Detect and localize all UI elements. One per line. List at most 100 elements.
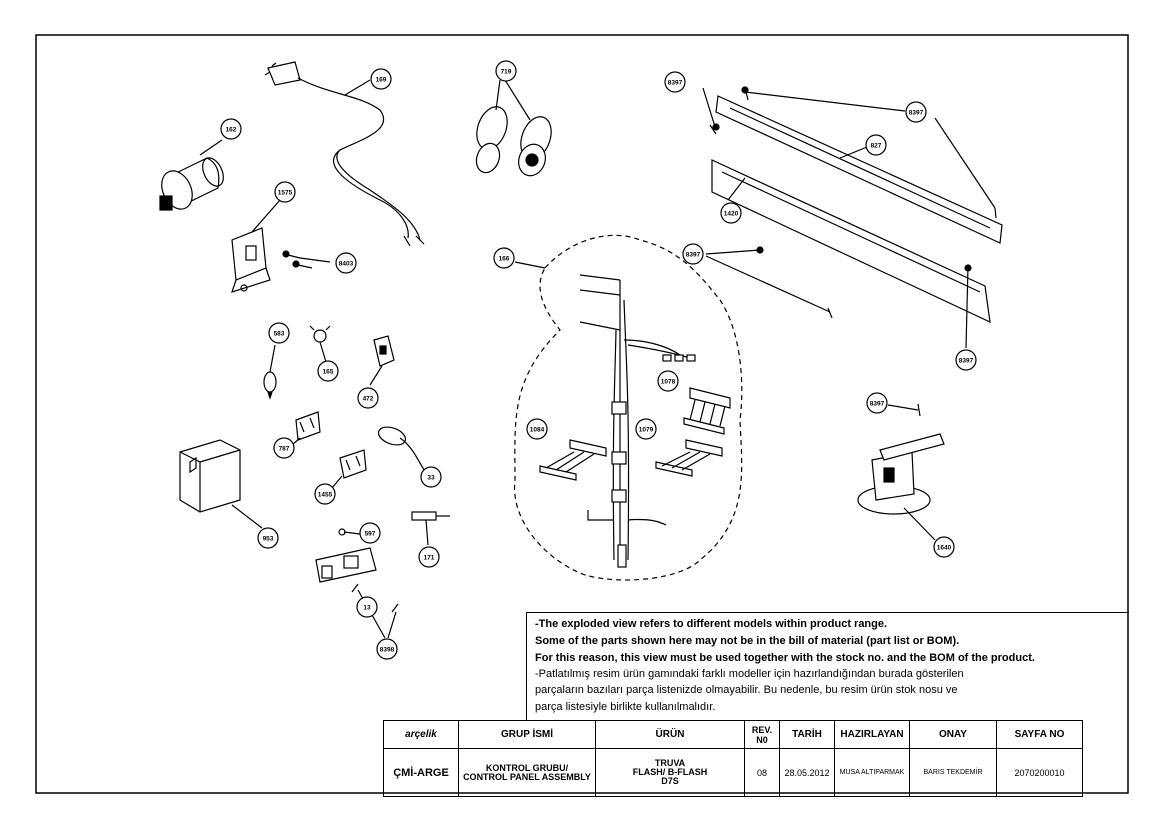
part-165-clip: [309, 325, 331, 363]
product-line-2: FLASH/ B-FLASH: [632, 767, 708, 777]
group-name-line-1: KONTROL GRUBU/: [485, 762, 569, 773]
notes-box: -The exploded view refers to different m…: [526, 612, 1129, 721]
svg-text:597: 597: [365, 531, 376, 538]
callout-1084: 1084: [526, 418, 548, 440]
callout-165: 165: [317, 360, 339, 382]
svg-text:1575: 1575: [278, 190, 293, 197]
prepared-by: MUSA ALTIPARMAK: [834, 748, 910, 797]
svg-text:8397: 8397: [686, 252, 701, 259]
product-line-3: D7S: [661, 776, 679, 786]
callout-583: 583: [268, 322, 290, 344]
svg-text:1455: 1455: [318, 492, 333, 499]
svg-text:827: 827: [871, 143, 882, 150]
part-171-sensor: [411, 511, 450, 546]
callout-169: 169: [370, 68, 392, 90]
header-rev-no: REV. N0: [744, 720, 780, 749]
svg-text:472: 472: [363, 396, 374, 403]
header-page-no: SAYFA NO: [996, 720, 1083, 749]
part-827-rail: [715, 95, 1003, 244]
part-472-switch: [369, 335, 395, 386]
callout-472: 472: [357, 387, 379, 409]
part-719-knobs: [475, 79, 552, 177]
callout-166: 166: [493, 247, 515, 269]
page-no: 2070200010: [996, 748, 1083, 797]
svg-text:1079: 1079: [639, 427, 654, 434]
svg-text:169: 169: [376, 77, 387, 84]
svg-text:1078: 1078: [661, 379, 676, 386]
svg-text:787: 787: [279, 446, 290, 453]
callout-8397-c: 8397: [682, 243, 704, 265]
svg-text:1420: 1420: [724, 211, 739, 218]
part-1455-bracket: [331, 449, 367, 489]
svg-text:165: 165: [323, 369, 334, 376]
svg-text:8397: 8397: [959, 358, 974, 365]
svg-text:8398: 8398: [380, 647, 395, 654]
svg-text:166: 166: [499, 256, 510, 263]
callout-8403: 8403: [335, 252, 357, 274]
product: TRUVA FLASH/ B-FLASH D7S: [595, 748, 745, 797]
part-169-cable: [264, 61, 425, 247]
callout-162: 162: [220, 118, 242, 140]
callout-8398: 8398: [376, 638, 398, 660]
callout-33: 33: [420, 466, 442, 488]
svg-text:33: 33: [427, 475, 435, 482]
brand-logo: arçelik: [383, 720, 459, 749]
callout-8397-e: 8397: [866, 392, 888, 414]
svg-text:953: 953: [263, 536, 274, 543]
rev-no: 08: [744, 748, 780, 797]
svg-text:1640: 1640: [937, 545, 952, 552]
part-162-capacitor: [159, 139, 224, 211]
callout-1420: 1420: [720, 202, 742, 224]
group-name-line-2: CONTROL PANEL ASSEMBLY: [463, 771, 591, 782]
part-8397-screws: [702, 86, 997, 417]
callout-787: 787: [273, 437, 295, 459]
part-13-door-lock: [315, 547, 399, 639]
header-date: TARİH: [779, 720, 835, 749]
callout-827: 827: [865, 134, 887, 156]
group-name: KONTROL GRUBU/ CONTROL PANEL ASSEMBLY: [458, 748, 596, 797]
product-line-1: TRUVA: [654, 758, 686, 768]
part-1640-pressure-switch: [857, 433, 945, 541]
svg-text:13: 13: [363, 605, 371, 612]
part-166-harness: [513, 234, 743, 581]
svg-text:719: 719: [501, 69, 512, 76]
part-583-clip: [263, 344, 277, 400]
part-597-screw: [338, 528, 361, 536]
callout-8397-a: 8397: [664, 71, 686, 93]
callout-719: 719: [495, 60, 517, 82]
part-1575-bracket: [231, 199, 281, 293]
note-line-4: -Patlatılmış resim ürün gamındaki farklı…: [535, 668, 964, 680]
callout-171: 171: [418, 546, 440, 568]
header-prepared-by: HAZIRLAYAN: [834, 720, 910, 749]
callout-1078: 1078: [657, 370, 679, 392]
note-line-5: parçaların bazıları parça listenizde olm…: [535, 684, 958, 696]
svg-text:8397: 8397: [909, 110, 924, 117]
svg-text:8403: 8403: [339, 261, 354, 268]
callout-953: 953: [257, 527, 279, 549]
callout-1079: 1079: [635, 418, 657, 440]
svg-text:1084: 1084: [530, 427, 545, 434]
svg-text:162: 162: [226, 127, 237, 134]
callout-13: 13: [356, 596, 378, 618]
part-connector-cables: [539, 387, 731, 481]
note-line-3: For this reason, this view must be used …: [535, 652, 1035, 664]
title-block: arçelik GRUP İSMİ ÜRÜN REV. N0 TARİH HAZ…: [383, 720, 1083, 797]
callout-8397-b: 8397: [905, 101, 927, 123]
header-group-name: GRUP İSMİ: [458, 720, 596, 749]
date: 28.05.2012: [779, 748, 835, 797]
callout-8397-d: 8397: [955, 349, 977, 371]
callout-597: 597: [359, 522, 381, 544]
callout-1640: 1640: [933, 536, 955, 558]
svg-text:8397: 8397: [668, 80, 683, 87]
callout-1575: 1575: [274, 181, 296, 203]
note-line-2: Some of the parts shown here may not be …: [535, 635, 960, 647]
note-line-1: -The exploded view refers to different m…: [535, 618, 888, 630]
svg-text:171: 171: [424, 555, 435, 562]
part-787-bracket: [291, 411, 321, 446]
header-product: ÜRÜN: [595, 720, 745, 749]
svg-text:8397: 8397: [870, 401, 885, 408]
callout-1455: 1455: [314, 483, 336, 505]
approved-by: BARIS TEKDEMİR: [909, 748, 997, 797]
svg-text:583: 583: [274, 331, 285, 338]
